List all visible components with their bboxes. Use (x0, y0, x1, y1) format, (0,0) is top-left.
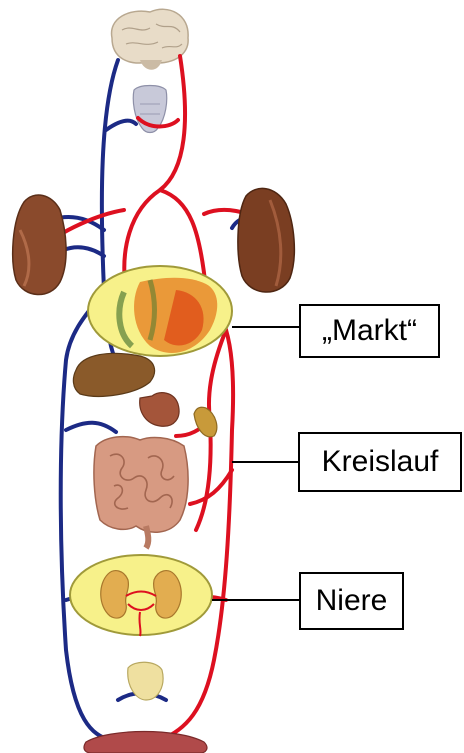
brain (112, 9, 189, 69)
pancreas (194, 407, 217, 437)
intestines (94, 437, 188, 548)
stomach (140, 393, 179, 427)
niere-label: Niere (299, 572, 404, 630)
kreislauf-label: Kreislauf (298, 432, 462, 492)
right-side-gland (238, 188, 294, 292)
pelvic-organ (84, 732, 207, 753)
liver (73, 353, 154, 396)
left-side-gland (13, 195, 66, 295)
markt-label: „Markt“ (299, 304, 440, 358)
niere-highlight (70, 555, 212, 635)
